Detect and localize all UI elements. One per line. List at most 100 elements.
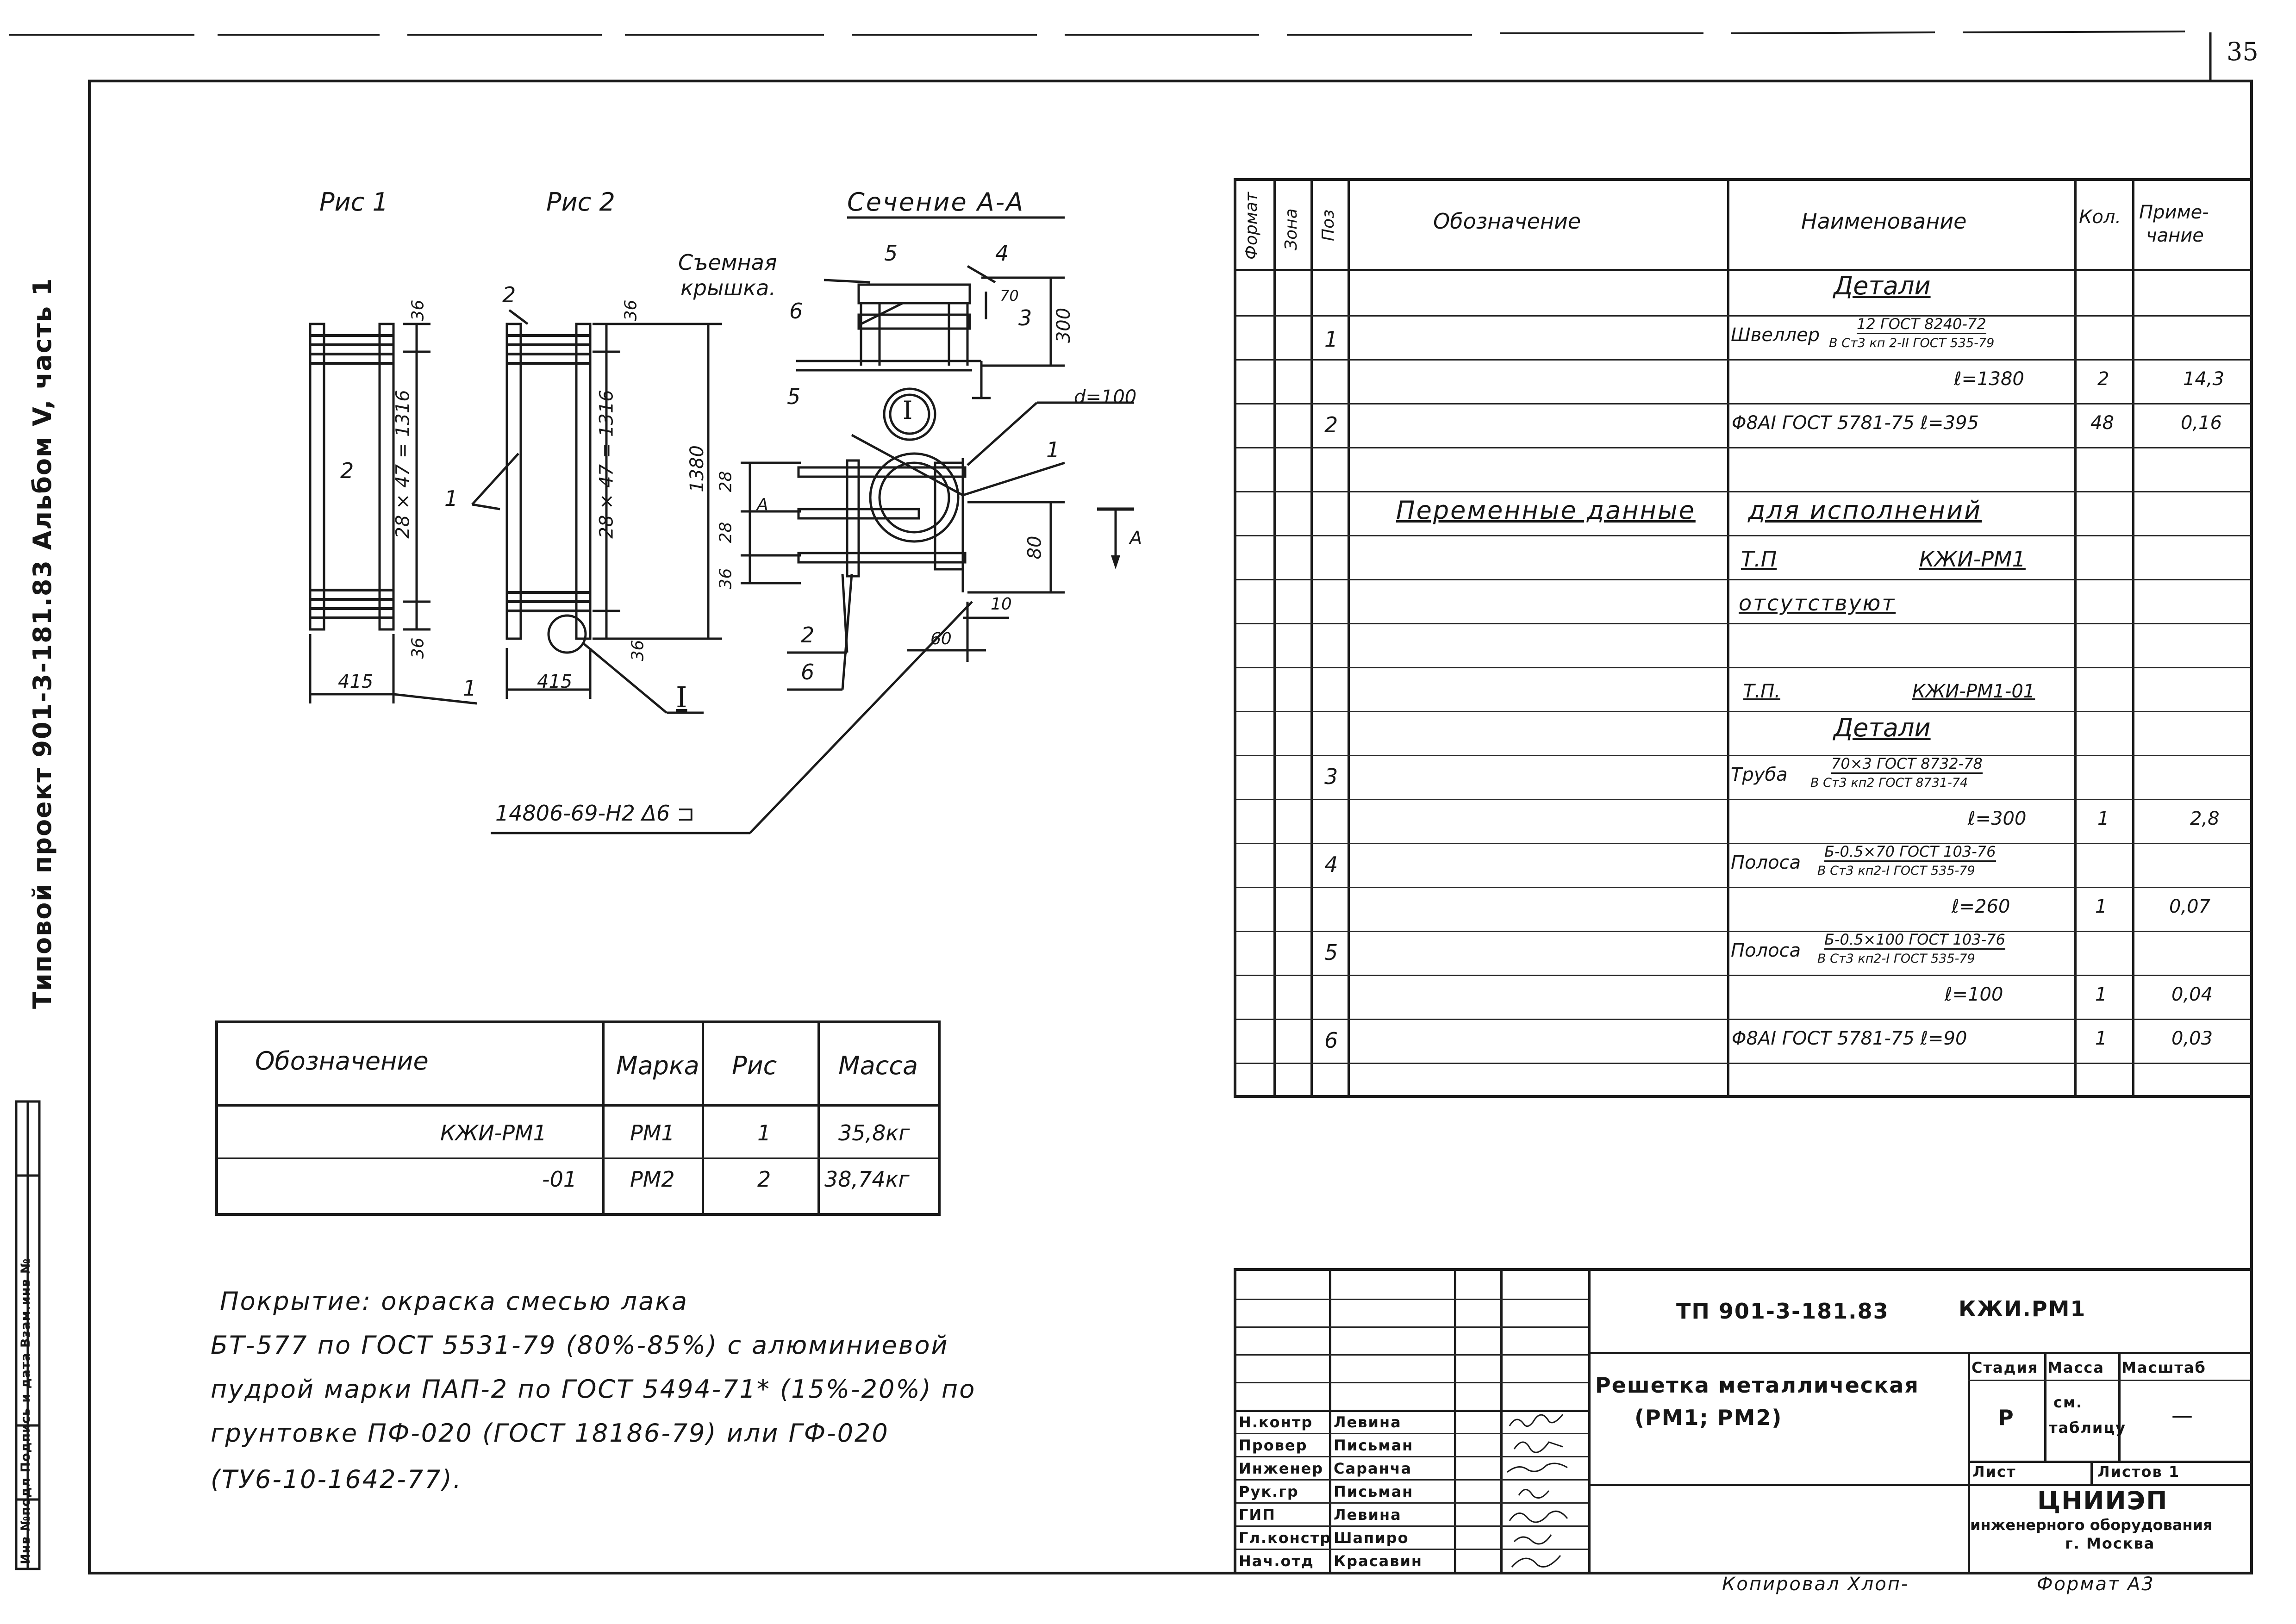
tp-mark: КЖИ-РМ1-01 [1912, 681, 2035, 702]
row-length: ℓ=100 [1945, 984, 2003, 1005]
spec-header-designation: Обозначение [1433, 209, 1581, 234]
marks-header-mass: Масса [838, 1051, 918, 1080]
weld-note: 14806-69-Н2 Δ6 ⊐ [495, 801, 695, 826]
row-qty: 48 [2090, 412, 2114, 434]
row-position: 1 [1324, 327, 1338, 352]
drawing-title: Решетка металлическая [1595, 1373, 1919, 1398]
scale-header: Масштаб [2121, 1359, 2206, 1376]
row-note: 0,07 [2169, 896, 2211, 917]
row-standard: Б-0.5×70 ГОСТ 103-76 [1824, 843, 1996, 862]
person-name: Саранча [1334, 1460, 1412, 1477]
row-note: 2,8 [2190, 808, 2220, 829]
role: Провер [1239, 1437, 1308, 1454]
figure-2-label: Рис 2 [546, 187, 615, 217]
dim-300: 300 [1053, 307, 1075, 343]
position-1: 1 [444, 486, 458, 511]
spec-header-name: Наименование [1801, 209, 1967, 234]
cut-A-left: А [757, 495, 768, 514]
specification-table: Формат Зона Поз Обозначение Наименование… [1234, 178, 2250, 1098]
variable-data-label: Переменные данные [1396, 496, 1696, 525]
role: Инженер [1239, 1460, 1324, 1477]
row-qty: 1 [2095, 1028, 2107, 1049]
row-material: В Ст3 кп2-I ГОСТ 535-79 [1817, 864, 1975, 878]
dim-1380: 1380 [686, 445, 708, 492]
table-row-mass: 35,8кг [838, 1120, 910, 1145]
section-details: Детали [1834, 713, 1931, 742]
spec-header-note: Приме- [2139, 202, 2209, 223]
dim-80: 80 [1024, 535, 1046, 560]
position-5: 5 [787, 384, 801, 409]
tp-label: Т.П [1741, 547, 1777, 572]
row-qty: 2 [2097, 368, 2109, 390]
row-material: В Ст3 кп2-I ГОСТ 535-79 [1817, 952, 1975, 966]
dim-36: 36 [628, 640, 648, 661]
position-1: 1 [1046, 437, 1060, 462]
organization-city: г. Москва [2065, 1535, 2155, 1552]
person-name: Левина [1334, 1506, 1402, 1524]
position-1: 1 [463, 676, 477, 701]
signatures [1507, 1414, 1568, 1568]
row-length: ℓ=300 [1968, 808, 2027, 829]
table-row-designation: КЖИ-РМ1 [440, 1120, 547, 1145]
row-position: 6 [1324, 1028, 1338, 1053]
role: Гл.констр [1239, 1529, 1332, 1547]
dim-60: 60 [930, 629, 952, 648]
marks-header-figure: Рис [732, 1051, 777, 1080]
row-name: Полоса [1731, 940, 1801, 961]
scale-value: — [2171, 1403, 2193, 1428]
dim-415: 415 [537, 671, 573, 692]
organization-name: ЦНИИЭП [2037, 1486, 2168, 1515]
cover-label: Съемная [678, 250, 777, 275]
dim-pitch: 28 × 47 = 1316 [596, 390, 618, 539]
dim-28: 28 [716, 471, 736, 492]
person-name: Левина [1334, 1413, 1402, 1431]
position-2: 2 [502, 282, 516, 307]
copied-by: Копировал Хлоп- [1722, 1574, 1909, 1595]
absent-note: отсутствуют [1739, 591, 1896, 616]
dim-36: 36 [621, 299, 641, 321]
doc-mark: КЖИ.РМ1 [1959, 1296, 2086, 1321]
doc-code: ТП 901-3-181.83 [1676, 1299, 1889, 1324]
row-note: 0,04 [2171, 984, 2213, 1005]
spec-header-position: Поз [1319, 209, 1338, 241]
table-row-mark: РМ1 [630, 1120, 675, 1145]
dim-36: 36 [716, 568, 736, 590]
row-name: Швеллер [1731, 324, 1820, 346]
section-label: Сечение А-А [847, 187, 1025, 217]
section-details: Детали [1834, 271, 1931, 300]
marks-header-mark: Марка [616, 1051, 699, 1080]
figure-1-label: Рис 1 [319, 187, 388, 217]
spec-header-qty: Кол. [2079, 206, 2121, 228]
tp-label: Т.П. [1743, 681, 1780, 702]
sheets-label: Листов 1 [2097, 1463, 2180, 1481]
note-line: Покрытие: окраска смесью лака [220, 1287, 688, 1316]
note-line: пудрой марки ПАП-2 по ГОСТ 5494-71* (15%… [211, 1375, 976, 1404]
title-block: ТП 901-3-181.83 КЖИ.РМ1 Решетка металлич… [1234, 1268, 2250, 1572]
organization-dept: инженерного оборудования [1970, 1516, 2213, 1534]
person-name: Красавин [1334, 1552, 1423, 1570]
stage-value: Р [1998, 1405, 2015, 1430]
row-qty: 1 [2095, 984, 2107, 1005]
role: Рук.гр [1239, 1483, 1299, 1500]
row-name: Полоса [1731, 852, 1801, 873]
row-note: 14,3 [2183, 368, 2225, 390]
dim-70: 70 [1000, 287, 1019, 305]
role: Нач.отд [1239, 1552, 1314, 1570]
note-line: БТ-577 по ГОСТ 5531-79 (80%-85%) с алюми… [211, 1331, 949, 1360]
person-name: Письман [1334, 1483, 1414, 1500]
mass-header: Масса [2047, 1359, 2104, 1376]
note-line: грунтовке ПФ-020 (ГОСТ 18186-79) или ГФ-… [211, 1419, 889, 1448]
mass-value: см. [2053, 1394, 2083, 1411]
node-I-label: I [676, 680, 687, 714]
spec-header-zone: Зона [1282, 208, 1301, 250]
position-6: 6 [789, 299, 803, 324]
variable-data-label-2: для исполнений [1748, 496, 1982, 525]
dim-36: 36 [408, 299, 428, 321]
dim-415: 415 [338, 671, 374, 692]
row-name: Труба [1731, 764, 1788, 785]
row-position: 5 [1324, 940, 1338, 965]
dim-36: 36 [408, 637, 428, 659]
marks-table: Обозначение Марка Рис Масса КЖИ-РМ1 РМ1 … [215, 1020, 941, 1216]
row-note: 0,16 [2181, 412, 2222, 434]
